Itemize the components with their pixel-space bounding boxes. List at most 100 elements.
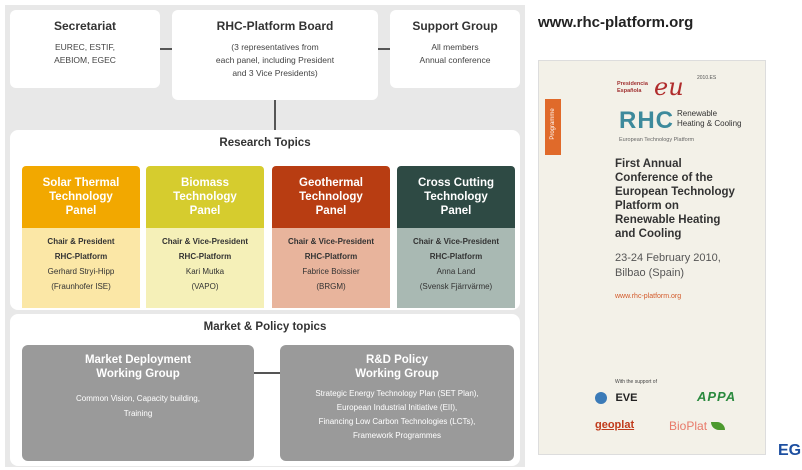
connector	[254, 372, 280, 374]
secretariat-box: Secretariat EUREC, ESTIF, AEBIOM, EGEC	[10, 10, 160, 88]
support-group-text: All members Annual conference	[390, 41, 520, 67]
leaf-icon	[711, 421, 726, 430]
panel-name: Kari Mutka	[185, 267, 225, 276]
connector	[160, 48, 172, 50]
platform-board-title: RHC-Platform Board	[216, 19, 334, 33]
market-deployment-text: Common Vision, Capacity building, Traini…	[22, 391, 254, 421]
connector	[378, 48, 390, 50]
panel-org: RHC-Platform	[304, 252, 358, 261]
presidencia-line: Presidencia	[617, 81, 648, 87]
market-deployment-line: Common Vision, Capacity building,	[76, 394, 200, 403]
panel-role: Chair & President	[47, 237, 115, 246]
conference-title-line: European Technology	[615, 186, 735, 198]
rd-policy-line: Framework Programmes	[352, 431, 441, 440]
support-group-title: Support Group	[412, 19, 498, 33]
bioplat-logo: BioPlat	[669, 417, 726, 435]
platform-board-box: RHC-Platform Board (3 representatives fr…	[172, 10, 378, 100]
corner-logo-text: EGE	[778, 442, 802, 459]
panel-title-line: Biomass	[181, 177, 229, 189]
platform-board-text: (3 representatives from each panel, incl…	[172, 41, 378, 80]
panel-title-line: Technology	[424, 191, 488, 203]
rd-policy-title: R&D Policy Working Group	[280, 353, 514, 381]
rd-policy-line: European Industrial Initiative (EII),	[336, 403, 458, 412]
panel-org: RHC-Platform	[429, 252, 483, 261]
market-deployment-line: Training	[123, 409, 153, 418]
market-policy-title: Market & Policy topics	[203, 321, 327, 333]
appa-logo: APPA	[697, 389, 737, 404]
panel-affil: (Svensk Fjärrvärme)	[419, 282, 493, 291]
market-deployment-title-line: Market Deployment	[84, 354, 192, 366]
secretariat-text: EUREC, ESTIF, AEBIOM, EGEC	[10, 41, 160, 67]
rd-policy-line: Financing Low Carbon Technologies (LCTs)…	[318, 417, 476, 426]
secretariat-line: EUREC, ESTIF,	[55, 42, 115, 52]
conference-date-line: Bilbao (Spain)	[615, 267, 685, 279]
support-group-box: Support Group All members Annual confere…	[390, 10, 520, 88]
eve-logo-text: EVE	[615, 391, 638, 404]
panel-org: RHC-Platform	[54, 252, 108, 261]
panel-title-line: Panel	[315, 205, 347, 217]
rd-policy-title-line: R&D Policy	[366, 354, 428, 366]
geoplat-logo: geoplat	[595, 419, 635, 431]
programme-tab: Programme	[545, 99, 561, 155]
market-deployment-title-line: Working Group	[96, 368, 180, 380]
rhc-logo-text: Renewable Heating & Cooling	[677, 109, 741, 129]
rd-policy-line: Strategic Energy Technology Plan (SET Pl…	[315, 389, 479, 398]
panel-name: Fabrice Boissier	[302, 267, 360, 276]
poster-site: www.rhc-platform.org	[615, 293, 682, 300]
panel-title-line: Technology	[49, 191, 113, 203]
panel-title-line: Solar Thermal	[42, 177, 120, 189]
panel-affil: (Fraunhofer ISE)	[51, 282, 111, 291]
panel-name: Anna Land	[436, 267, 476, 276]
panel-title-line: Cross Cutting	[417, 177, 495, 189]
support-group-line: Annual conference	[419, 55, 491, 65]
conference-date-line: 23-24 February 2010,	[615, 252, 721, 264]
support-label: With the support of	[615, 379, 657, 385]
presidencia-line: Española	[617, 88, 642, 94]
research-topics-title: Research Topics	[219, 137, 311, 149]
programme-tab-label: Programme	[550, 108, 556, 140]
panel-name: Gerhard Stryi-Hipp	[47, 267, 115, 276]
rhc-logo: RHC	[619, 107, 674, 135]
conference-title: First Annual Conference of the European …	[615, 157, 763, 241]
year-label: 2010.ES	[697, 75, 717, 81]
eve-logo-icon	[595, 391, 607, 404]
panel-title-line: Technology	[299, 191, 363, 203]
panel-title-line: Geothermal	[299, 177, 363, 189]
conference-title-line: Renewable Heating	[615, 214, 721, 226]
conference-title-line: First Annual	[615, 158, 682, 170]
eu-presidency-mark: eu	[654, 73, 684, 101]
platform-board-line: and 3 Vice Presidents)	[232, 68, 318, 78]
secretariat-line: AEBIOM, EGEC	[54, 55, 116, 65]
website-url[interactable]: www.rhc-platform.org	[538, 14, 694, 31]
rhc-logo-text-line: Renewable	[677, 109, 718, 118]
conference-title-line: Conference of the	[615, 172, 713, 184]
panel-title-line: Panel	[440, 205, 472, 217]
conference-title-line: Platform on	[615, 200, 679, 212]
conference-dates: 23-24 February 2010, Bilbao (Spain)	[615, 251, 721, 281]
market-deployment-group: Market Deployment Working Group Common V…	[22, 345, 254, 461]
rhc-logo-sub: European Technology Platform	[619, 137, 695, 143]
conference-title-line: and Cooling	[615, 228, 682, 240]
market-deployment-title: Market Deployment Working Group	[22, 353, 254, 381]
eve-logo: EVE	[595, 389, 655, 405]
panel-title-line: Panel	[189, 205, 221, 217]
panel-role: Chair & Vice-President	[287, 237, 375, 246]
rd-policy-group: R&D Policy Working Group Strategic Energ…	[280, 345, 514, 461]
rd-policy-title-line: Working Group	[355, 368, 439, 380]
corner-logo: EGE	[778, 442, 802, 470]
panel-role: Chair & Vice-President	[412, 237, 500, 246]
panel-role: Chair & Vice-President	[161, 237, 249, 246]
